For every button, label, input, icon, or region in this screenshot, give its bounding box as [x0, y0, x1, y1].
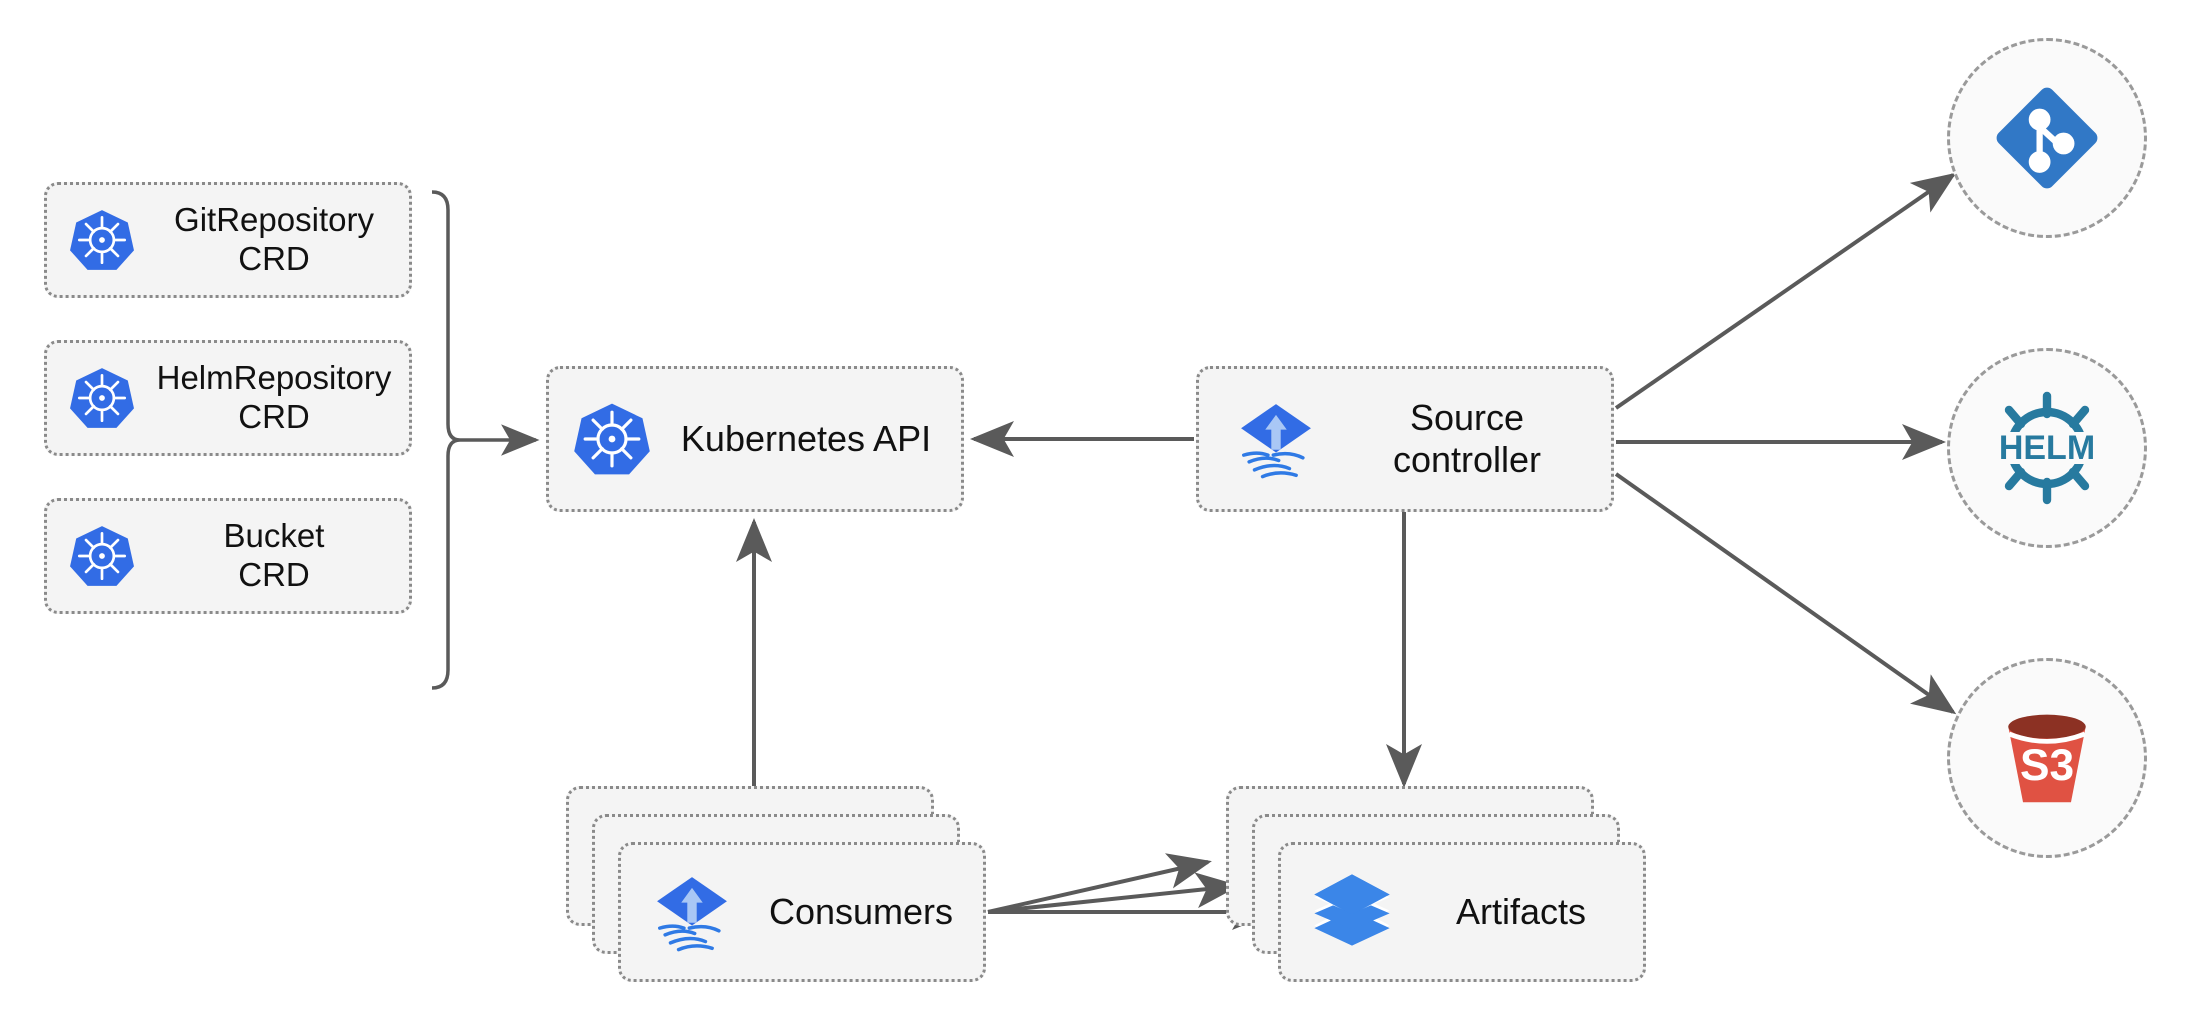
helm-label: HELM — [1999, 429, 2095, 467]
s3-label: S3 — [2020, 741, 2074, 790]
edge-source-to-s3 — [1614, 472, 1957, 715]
layers-icon — [1309, 869, 1405, 955]
node-source-controller[interactable]: Source controller — [1196, 366, 1614, 512]
node-gitrepository-crd[interactable]: GitRepository CRD — [44, 182, 412, 298]
kubernetes-icon — [69, 207, 145, 273]
stack-layer-front[interactable]: Consumers — [618, 842, 986, 982]
node-consumers[interactable]: Consumers — [566, 786, 986, 982]
flux-icon — [1233, 396, 1329, 482]
node-label: HelmRepository CRD — [156, 359, 392, 435]
node-label: Kubernetes API — [680, 417, 932, 459]
node-s3-endpoint[interactable]: S3 — [1947, 658, 2147, 858]
kubernetes-icon — [69, 523, 145, 589]
helm-icon: HELM — [1983, 384, 2111, 512]
kubernetes-icon — [69, 365, 145, 431]
node-helm-endpoint[interactable]: HELM — [1947, 348, 2147, 548]
node-label: Consumers — [768, 890, 954, 932]
node-bucket-crd[interactable]: Bucket CRD — [44, 498, 412, 614]
node-git-endpoint[interactable] — [1947, 38, 2147, 238]
node-artifacts[interactable]: Artifacts — [1226, 786, 1646, 982]
node-label: Artifacts — [1455, 890, 1587, 932]
node-label: Source controller — [1392, 396, 1542, 480]
flux-icon — [649, 869, 745, 955]
edge-consumers-to-artifacts-2 — [987, 872, 1240, 914]
crd-bracket — [431, 190, 540, 690]
git-icon — [1988, 79, 2106, 197]
node-helmrepository-crd[interactable]: HelmRepository CRD — [44, 340, 412, 456]
kubernetes-icon — [573, 400, 657, 478]
node-label: Bucket CRD — [223, 517, 325, 593]
stack-layer-front[interactable]: Artifacts — [1278, 842, 1646, 982]
node-label: GitRepository CRD — [174, 201, 374, 277]
s3-icon: S3 — [1988, 699, 2106, 817]
edge-consumers-to-artifacts-1 — [987, 853, 1212, 914]
node-kubernetes-api[interactable]: Kubernetes API — [546, 366, 964, 512]
edge-source-to-git — [1614, 172, 1957, 410]
